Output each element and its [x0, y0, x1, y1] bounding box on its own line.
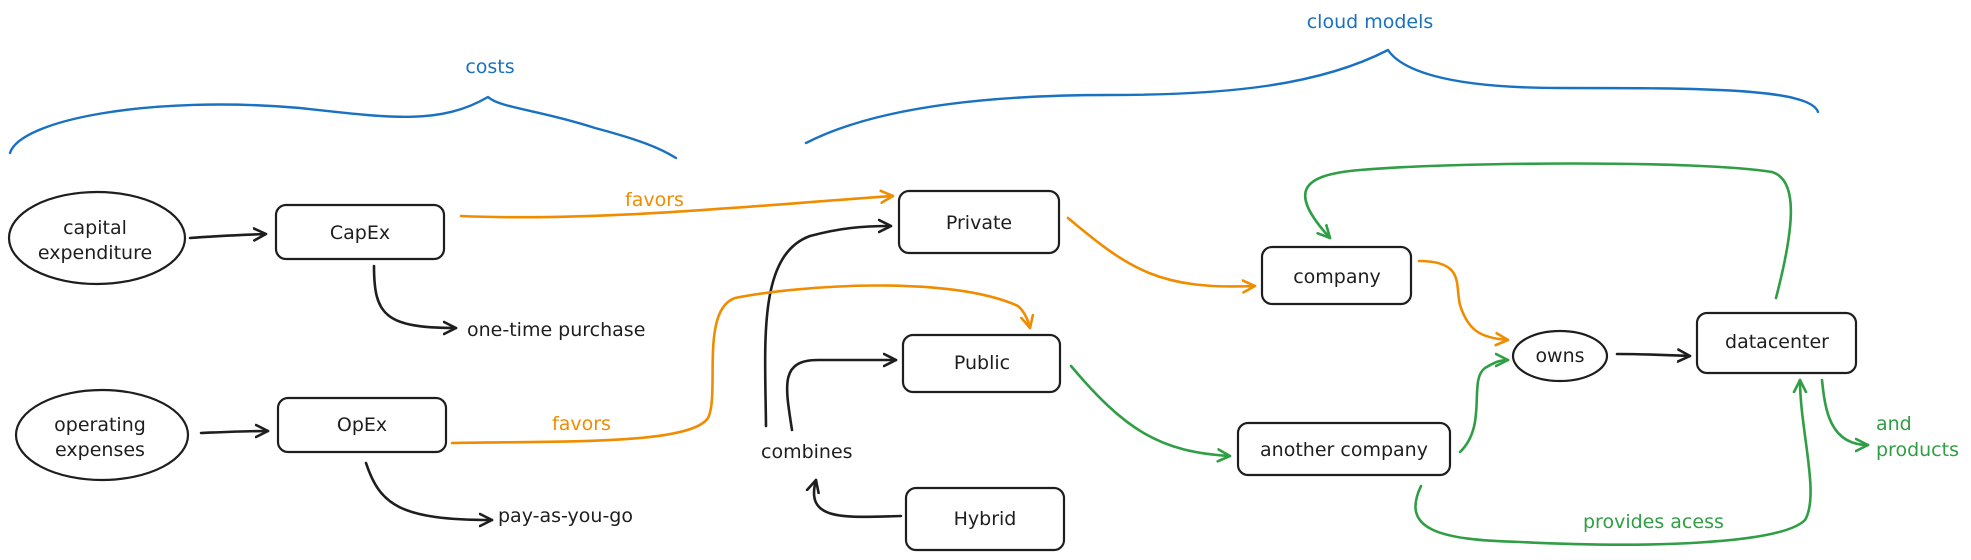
private-node: Private [897, 189, 1061, 255]
cloud-models-heading: cloud models [1307, 11, 1434, 33]
another-company-label: another company [1260, 439, 1428, 461]
opex-box [276, 396, 448, 454]
owns-to-datacenter-arrow [1615, 354, 1692, 356]
owns-label: owns [1535, 345, 1584, 367]
hybrid-box [904, 486, 1066, 552]
pay-as-you-go-label: pay-as-you-go [498, 505, 633, 527]
public-label: Public [954, 352, 1010, 374]
owns-ellipse [1511, 329, 1609, 383]
operating-expenses-label-line2: expenses [55, 439, 145, 461]
private-to-company-arrow [1066, 216, 1257, 286]
public-to-another-company-arrow [1069, 364, 1232, 456]
public-box [901, 333, 1062, 394]
datacenter-and-products-arrow [1820, 378, 1870, 445]
combines-to-private-arrow [763, 226, 893, 428]
capital-expenditure-label-line1: capital [63, 217, 127, 239]
combines-to-public-arrow [785, 360, 898, 432]
capex-node: CapEx [274, 203, 446, 261]
datacenter-label: datacenter [1725, 331, 1829, 353]
costs-brace [8, 95, 678, 160]
cloud-models-brace [804, 48, 1820, 145]
private-box [897, 189, 1061, 255]
hybrid-to-combines-arrow [814, 478, 903, 519]
opex-label: OpEx [337, 414, 387, 436]
provides-access-label: provides acess [1583, 511, 1724, 533]
company-node: company [1260, 245, 1413, 306]
company-label: company [1293, 266, 1381, 288]
opex-node: OpEx [276, 396, 448, 454]
owns-node: owns [1511, 329, 1609, 383]
capex-to-one-time-purchase-arrow [372, 264, 458, 328]
capital-to-capex-arrow [188, 234, 268, 238]
hybrid-node: Hybrid [904, 486, 1066, 552]
another-company-box [1236, 421, 1452, 477]
public-node: Public [901, 333, 1062, 394]
one-time-purchase-label: one-time purchase [467, 319, 645, 341]
opex-favors-public-arrow [450, 284, 1030, 445]
another-company-provides-access-arrow [1414, 378, 1812, 546]
favors-capex-label: favors [625, 189, 684, 211]
operating-expenses-ellipse [14, 388, 190, 482]
capex-label: CapEx [330, 222, 390, 244]
private-label: Private [946, 212, 1012, 234]
capital-expenditure-node: capital expenditure [7, 190, 187, 286]
capex-favors-private-arrow [459, 196, 895, 219]
favors-opex-label: favors [552, 413, 611, 435]
datacenter-node: datacenter [1695, 311, 1858, 375]
and-products-label-line2: products [1876, 439, 1959, 461]
combines-label: combines [761, 441, 853, 463]
operating-to-opex-arrow [199, 431, 270, 433]
datacenter-to-company-arrow [1303, 162, 1793, 300]
company-to-owns-arrow [1417, 259, 1510, 340]
opex-to-pay-as-you-go-arrow [364, 461, 494, 520]
hybrid-label: Hybrid [954, 508, 1017, 530]
capex-box [274, 203, 446, 261]
company-box [1260, 245, 1413, 306]
costs-heading: costs [465, 56, 514, 78]
and-products-label-line1: and [1876, 413, 1912, 435]
another-company-node: another company [1236, 421, 1452, 477]
capital-expenditure-label-line2: expenditure [38, 242, 152, 264]
operating-expenses-label-line1: operating [54, 414, 146, 436]
datacenter-box [1695, 311, 1858, 375]
another-company-to-owns-arrow [1458, 360, 1510, 454]
operating-expenses-node: operating expenses [14, 388, 190, 482]
capital-expenditure-ellipse [7, 190, 187, 286]
